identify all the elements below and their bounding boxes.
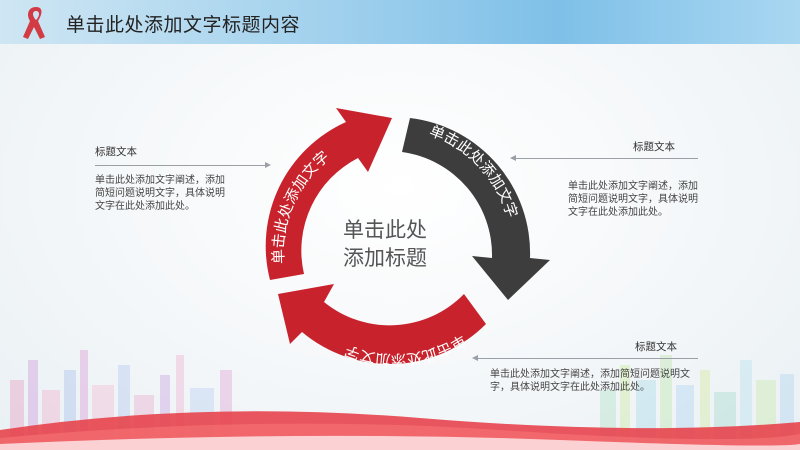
right-block-rule xyxy=(516,158,698,159)
center-title[interactable]: 单击此处 添加标题 xyxy=(330,216,440,272)
left-block-arrow-icon xyxy=(265,162,271,168)
left-block-body[interactable]: 单击此处添加文字阐述，添加简短问题说明文字，具体说明文字在此处添加此处。 xyxy=(95,175,225,212)
background xyxy=(0,44,800,450)
cycle-diagram: 单击此处添加文字 单击此处添加文字 单击此处添加文字 xyxy=(265,108,550,368)
cycle-arrow-bottom xyxy=(278,284,486,365)
cycle-arrow-right xyxy=(402,118,550,300)
awareness-ribbon-icon xyxy=(23,7,45,39)
bottom-block-body[interactable]: 单击此处添加文字阐述，添加简短问题说明文字，具体说明文字在此处添加此处。 xyxy=(490,369,690,393)
cycle-arrow-top-left xyxy=(265,108,392,280)
header-bar: 单击此处添加文字标题内容 xyxy=(0,0,800,44)
left-block-rule xyxy=(95,165,265,166)
bottom-block-arrow-icon xyxy=(472,355,478,361)
bottom-block-title[interactable]: 标题文本 xyxy=(635,341,677,353)
left-block-title[interactable]: 标题文本 xyxy=(95,146,137,158)
center-title-line-2: 添加标题 xyxy=(343,246,427,270)
right-block-title[interactable]: 标题文本 xyxy=(633,141,675,153)
page-title[interactable]: 单击此处添加文字标题内容 xyxy=(66,14,301,36)
right-block-body[interactable]: 单击此处添加文字阐述，添加简短问题说明文字，具体说明文字在此处添加此处。 xyxy=(568,181,698,218)
right-block-arrow-icon xyxy=(510,155,516,161)
center-title-line-1: 单击此处 xyxy=(343,218,427,242)
city-skyline-decoration xyxy=(0,350,800,450)
bottom-block-rule xyxy=(478,358,698,359)
